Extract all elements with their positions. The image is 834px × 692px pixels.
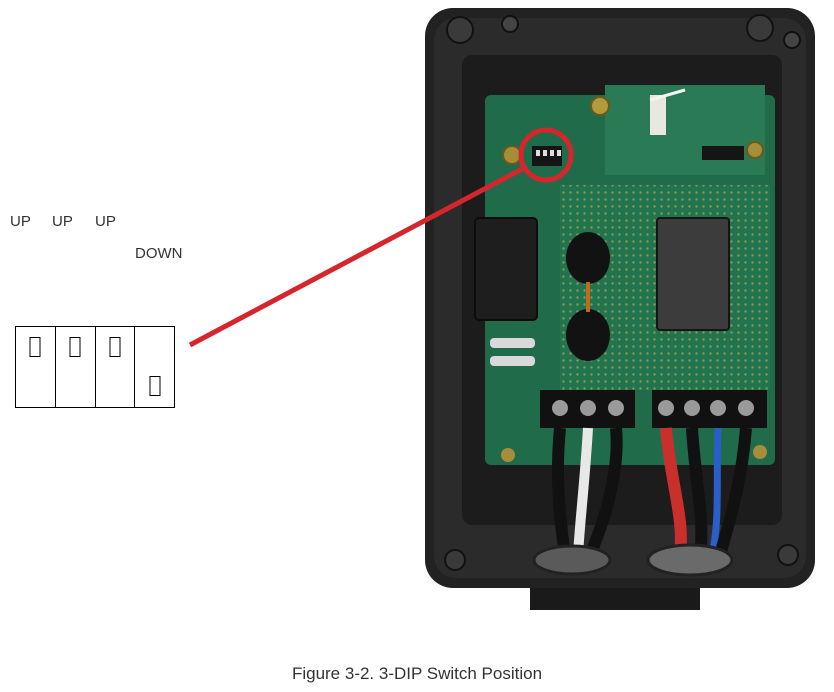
dip-switch-diagram [15,326,175,408]
dip-switch-1-knob [29,337,41,357]
switch-1-state-label: UP [10,213,31,230]
switch-2-state-label: UP [52,213,73,230]
dip-switch-4 [135,327,174,407]
dip-switch-2-knob [69,337,81,357]
callout-pointer-line [188,165,526,348]
dip-switch-4-knob [149,376,161,396]
dip-switch-3-knob [109,337,121,357]
switch-3-state-label: UP [95,213,116,230]
figure-caption: Figure 3-2. 3-DIP Switch Position [291,664,543,683]
dip-switch-callout-circle [518,127,574,183]
switch-4-state-label: DOWN [135,245,183,262]
dip-switch-1 [16,327,56,407]
dip-switch-2 [56,327,96,407]
dip-switch-3 [96,327,136,407]
